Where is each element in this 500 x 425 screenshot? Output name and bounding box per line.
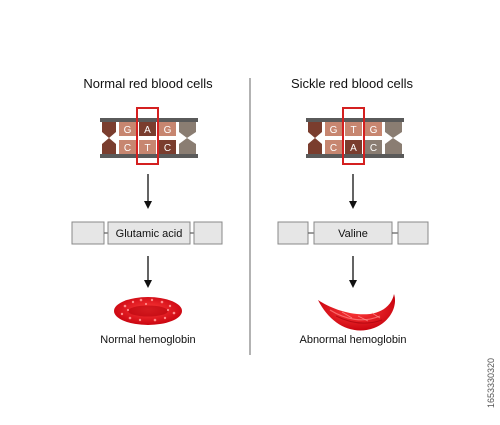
- dna-base: [179, 138, 196, 154]
- dna-base: [365, 140, 382, 154]
- adjacent-amino-acid-box: [397, 221, 429, 245]
- cell-label-normal: Normal hemoglobin: [100, 334, 195, 346]
- cell-label-sickle: Abnormal hemoglobin: [299, 334, 406, 346]
- dna-strand-normal: G A G C T C: [100, 107, 198, 165]
- mutation-highlight: [136, 107, 159, 165]
- image-id-label: 1653330320: [486, 358, 496, 408]
- dna-base: [102, 138, 116, 154]
- dna-letter: T: [350, 125, 356, 136]
- dna-letter: G: [164, 125, 172, 136]
- dna-base: [139, 122, 156, 136]
- dna-base: [119, 140, 136, 154]
- dna-backbone-bottom: [100, 154, 198, 158]
- dna-backbone-top: [306, 118, 404, 122]
- dna-base: [385, 122, 402, 138]
- sickle-red-blood-cell-icon: [318, 294, 396, 331]
- dna-base: [179, 122, 196, 138]
- dna-letter: A: [144, 125, 151, 136]
- dna-letter: G: [124, 125, 132, 136]
- normal-red-blood-cell-icon: [114, 297, 182, 325]
- dna-base: [308, 122, 322, 138]
- adjacent-amino-acid-box: [71, 221, 105, 245]
- mutation-highlight: [342, 107, 365, 165]
- adjacent-amino-acid-box: [277, 221, 309, 245]
- dna-letter: C: [330, 143, 337, 154]
- dna-letter: A: [350, 143, 357, 154]
- protein-chain-normal: Glutamic acid: [71, 221, 223, 245]
- arrow-down: [349, 174, 357, 209]
- panel-title-normal: Normal red blood cells: [83, 76, 213, 91]
- amino-acid-label: Valine: [338, 228, 368, 240]
- arrow-down: [349, 256, 357, 288]
- adjacent-amino-acid-box: [193, 221, 223, 245]
- dna-base: [345, 140, 362, 154]
- dna-letter: C: [370, 143, 377, 154]
- amino-acid-label: Glutamic acid: [116, 228, 183, 240]
- arrow-down: [144, 256, 152, 288]
- dna-strand-sickle: G T G C A C: [306, 107, 404, 165]
- dna-base: [385, 138, 402, 154]
- dna-letter: T: [144, 143, 150, 154]
- arrow-down: [144, 174, 152, 209]
- dna-base: [308, 138, 322, 154]
- dna-base: [119, 122, 136, 136]
- dna-letter: C: [124, 143, 131, 154]
- dna-backbone-bottom: [306, 154, 404, 158]
- dna-base: [365, 122, 382, 136]
- dna-letter: G: [330, 125, 338, 136]
- sickle-panel: Sickle red blood cells G T G C A C: [277, 76, 429, 346]
- dna-base: [325, 140, 342, 154]
- normal-panel: Normal red blood cells G A G C T C: [71, 76, 223, 346]
- dna-base: [102, 122, 116, 138]
- dna-backbone-top: [100, 118, 198, 122]
- dna-base: [139, 140, 156, 154]
- protein-chain-sickle: Valine: [277, 221, 429, 245]
- dna-base: [325, 122, 342, 136]
- dna-base: [159, 140, 176, 154]
- dna-letter: G: [370, 125, 378, 136]
- dna-base: [345, 122, 362, 136]
- panel-title-sickle: Sickle red blood cells: [291, 76, 414, 91]
- image-id-text: 1653330320: [486, 358, 496, 408]
- dna-base: [159, 122, 176, 136]
- dna-letter: C: [164, 143, 171, 154]
